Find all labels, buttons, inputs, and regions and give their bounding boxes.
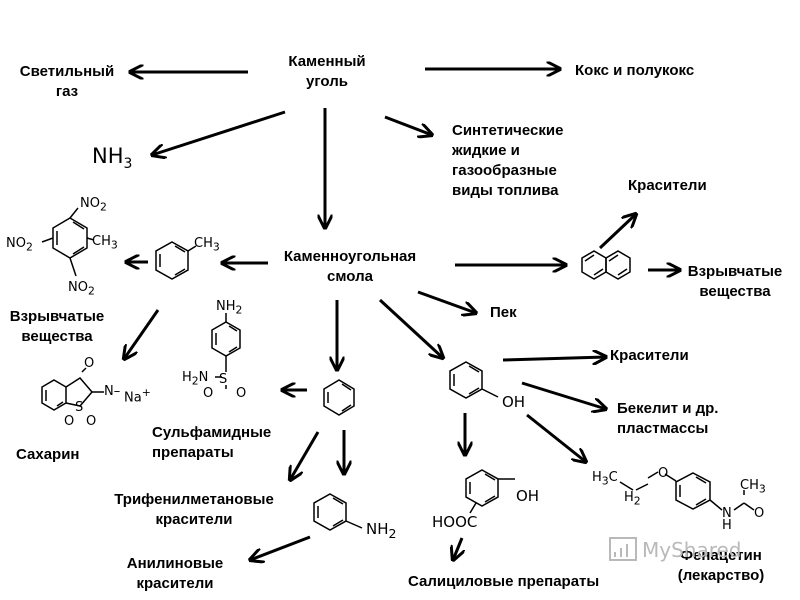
saccharin-o-right: O: [86, 414, 97, 429]
arrow-coal-to-ammonia: [152, 110, 286, 155]
node-sulfonamide: Сульфамидные препараты: [152, 424, 272, 461]
node-lighting-gas: Светильный газ: [19, 63, 115, 100]
node-synthetic-fuel: Синтетические жидкие и газообразные виды…: [452, 122, 564, 199]
aniline-structure: [313, 493, 363, 531]
tnt-no2-bottom: NO2: [68, 280, 95, 298]
arrow-coal-to-fuel: [384, 115, 432, 135]
arrow-phenol-to-phenacetin: [526, 413, 586, 462]
sulfanilamide-structure: [211, 313, 241, 389]
phenacetin-o2: O: [754, 506, 765, 521]
phenacetin-h3c: H3C: [592, 470, 618, 488]
toluene-ch3: CH3: [194, 236, 220, 254]
node-saccharin: Сахарин: [16, 446, 80, 463]
tnt-no2-left: NO2: [6, 236, 33, 254]
node-pitch: Пек: [490, 304, 517, 321]
arrow-naphthalene-to-dyes: [598, 214, 636, 250]
saccharin-o: O: [84, 356, 95, 371]
node-coal: Каменный уголь: [288, 53, 366, 90]
node-dyes-top: Красители: [628, 177, 707, 194]
benzene-structure: [323, 379, 355, 416]
node-coal-tar: Каменноугольная смола: [283, 248, 417, 285]
arrow-phenol-to-dyes: [502, 357, 606, 360]
saccharin-structure: [41, 367, 104, 411]
salicylic-oh: OH: [516, 487, 540, 505]
sulfanilamide-h2n: H2N: [182, 370, 209, 388]
watermark: MyShared: [642, 538, 742, 562]
arrow-phenol-to-bakelite: [521, 381, 606, 409]
saccharin-na: Na+: [124, 386, 151, 406]
phenacetin-h: H: [722, 518, 732, 533]
arrow-benzene-to-triphenyl: [290, 431, 320, 480]
arrows: [124, 69, 680, 560]
node-salicylic: Салициловые препараты: [408, 573, 600, 590]
node-triphenylmethane: Трифенилметановые красители: [114, 491, 274, 528]
sulfanilamide-o-left: O: [203, 386, 214, 401]
saccharin-s: S: [75, 400, 84, 415]
arrow-salicylic-to-preps: [453, 537, 462, 560]
sulfanilamide-nh2: NH2: [216, 299, 243, 317]
tnt-ch3: CH3: [92, 234, 118, 252]
toluene-structure: [155, 241, 197, 280]
arrow-aniline-to-dyes: [250, 535, 311, 560]
sulfanilamide-o-right: O: [236, 386, 247, 401]
sulfanilamide-s: S: [219, 372, 228, 387]
salicylic-hooc: HOOC: [432, 513, 478, 531]
aniline-nh2: NH2: [366, 520, 397, 541]
arrow-tar-to-pitch: [417, 290, 476, 313]
tnt-structure: [41, 207, 95, 277]
arrow-toluene-to-saccharin: [124, 309, 160, 359]
node-bakelite: Бекелит и др. пластмассы: [617, 400, 719, 437]
arrow-tar-to-phenol: [378, 298, 443, 358]
saccharin-o-left: O: [64, 414, 75, 429]
salicylic-acid-structure: [465, 469, 515, 514]
phenacetin-ch3: CH3: [740, 478, 766, 496]
phenacetin-structure: [619, 471, 755, 511]
node-coke: Кокс и полукокс: [575, 62, 695, 79]
watermark-icon: [609, 537, 637, 561]
saccharin-n: N–: [104, 384, 121, 399]
phenacetin-o: O: [658, 466, 669, 481]
node-phenacetin: Фенацетин (лекарство): [677, 547, 765, 584]
tnt-no2-top: NO2: [80, 196, 107, 214]
phenol-structure: [449, 361, 499, 399]
node-ammonia: NH3: [92, 144, 133, 173]
node-explosives-left: Взрывчатые вещества: [9, 308, 105, 345]
phenol-oh: OH: [502, 393, 526, 411]
phenacetin-h2: H2: [624, 490, 641, 508]
phenacetin-n: N: [722, 506, 732, 521]
naphthalene-structure: [581, 250, 631, 280]
node-aniline-dyes: Анилиновые красители: [126, 555, 224, 592]
node-explosives-right: Взрывчатые вещества: [687, 263, 783, 300]
node-dyes-mid: Красители: [610, 347, 689, 364]
